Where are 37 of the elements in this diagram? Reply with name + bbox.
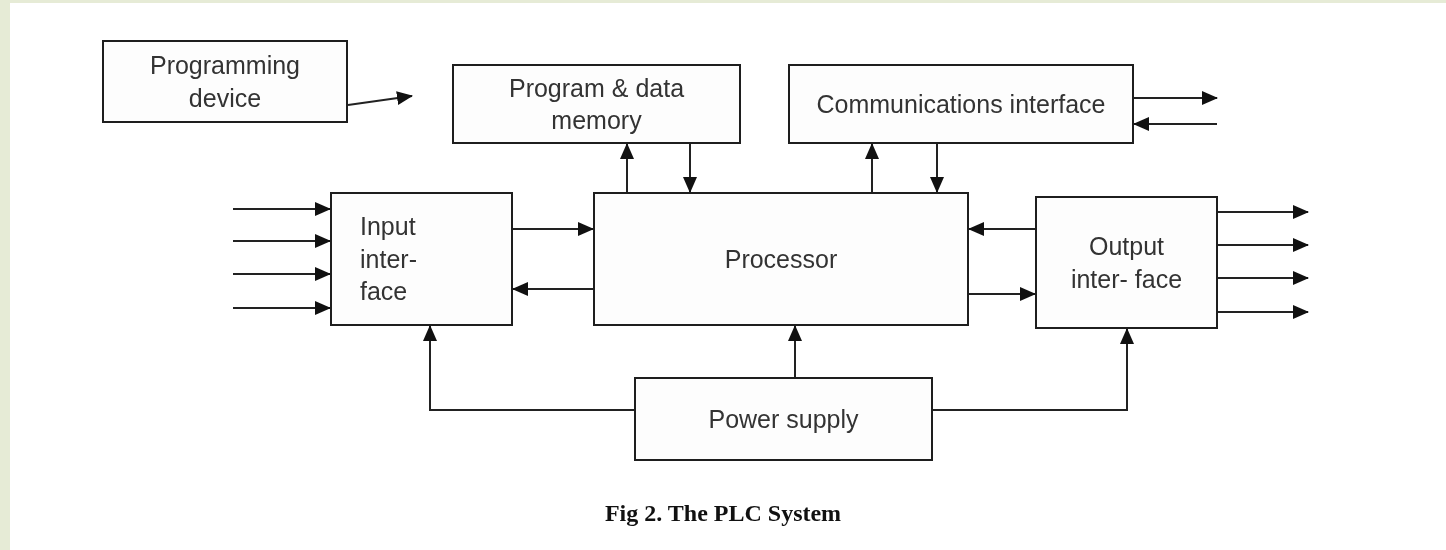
arrow: [232, 202, 331, 216]
block-label: Processor: [724, 243, 838, 275]
arrow: [1217, 305, 1309, 319]
arrow: [232, 301, 331, 315]
arrow: [512, 282, 594, 296]
arrow: [865, 143, 879, 193]
block-box: [788, 64, 1134, 144]
arrow: [1217, 238, 1309, 252]
block-box: [330, 192, 513, 326]
block-label: Communications interface: [816, 88, 1106, 120]
arrow: [968, 222, 1036, 236]
arrow: [932, 328, 1134, 411]
arrow: [788, 325, 802, 378]
block-label: Programming device: [148, 50, 302, 114]
block-label: Power supply: [708, 403, 859, 435]
arrow: [1133, 91, 1218, 105]
block-box: [593, 192, 969, 326]
block-label: Program & data memory: [507, 72, 686, 136]
arrow: [1133, 117, 1218, 131]
arrow: [968, 287, 1036, 301]
block-box: [1035, 196, 1218, 329]
arrow: [683, 143, 697, 193]
arrow: [930, 143, 944, 193]
arrow: [1217, 271, 1309, 285]
arrow: [512, 222, 594, 236]
arrow: [620, 143, 634, 193]
arrow: [232, 267, 331, 281]
block-box: [452, 64, 741, 144]
block-box: [102, 40, 348, 123]
arrow: [1217, 205, 1309, 219]
arrow: [232, 234, 331, 248]
arrow: [347, 91, 413, 106]
block-box: [634, 377, 933, 461]
block-label: Input inter- face: [360, 211, 418, 308]
block-label: Output inter- face: [1069, 231, 1184, 295]
arrow: [423, 325, 635, 411]
figure-caption: Fig 2. The PLC System: [604, 500, 842, 526]
